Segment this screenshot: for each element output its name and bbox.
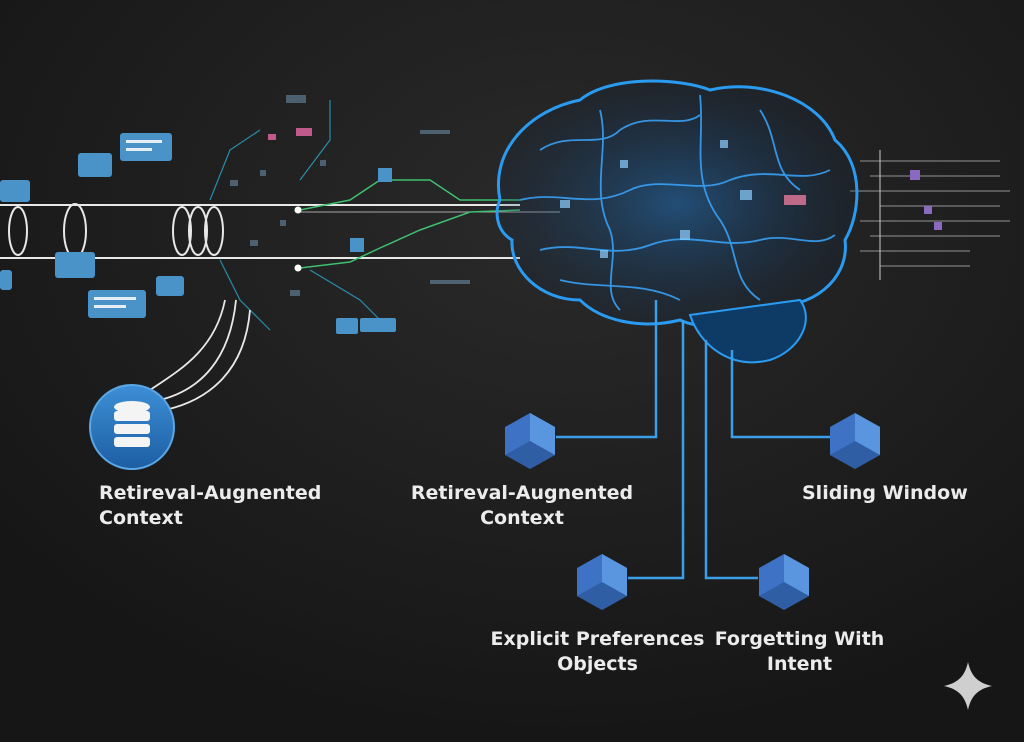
label-forgetting-line1: Forgetting With [714,628,885,650]
connector-lines [556,300,830,580]
label-explicit-line2: Objects [557,653,638,675]
cube-icon-rag-center [505,413,555,469]
label-forgetting-line2: Intent [766,653,833,675]
label-rag-center-line1: Retireval-Augnented [410,482,634,504]
data-stream [0,95,1010,334]
brain-icon [495,79,859,364]
label-rag-center-line2: Context [480,507,564,529]
sparkle-icon [944,662,992,710]
label-explicit-preferences: Explicit Preferences Objects [490,627,705,677]
cube-icon-forgetting [759,554,809,610]
label-rag-center: Retireval-Augnented Context [402,481,642,531]
cube-icon-explicit-preferences [577,554,627,610]
label-forgetting-with-intent: Forgetting With Intent [712,627,887,677]
cube-icon-sliding-window [830,413,880,469]
label-explicit-line1: Explicit Preferences [490,628,705,650]
label-rag-left-line2: Context [99,507,183,529]
label-sliding-window: Sliding Window [802,482,968,504]
database-icon [89,384,175,470]
label-rag-left-line1: Retireval-Augnented [99,482,322,504]
label-rag-left: Retireval-Augnented Context [99,481,321,531]
